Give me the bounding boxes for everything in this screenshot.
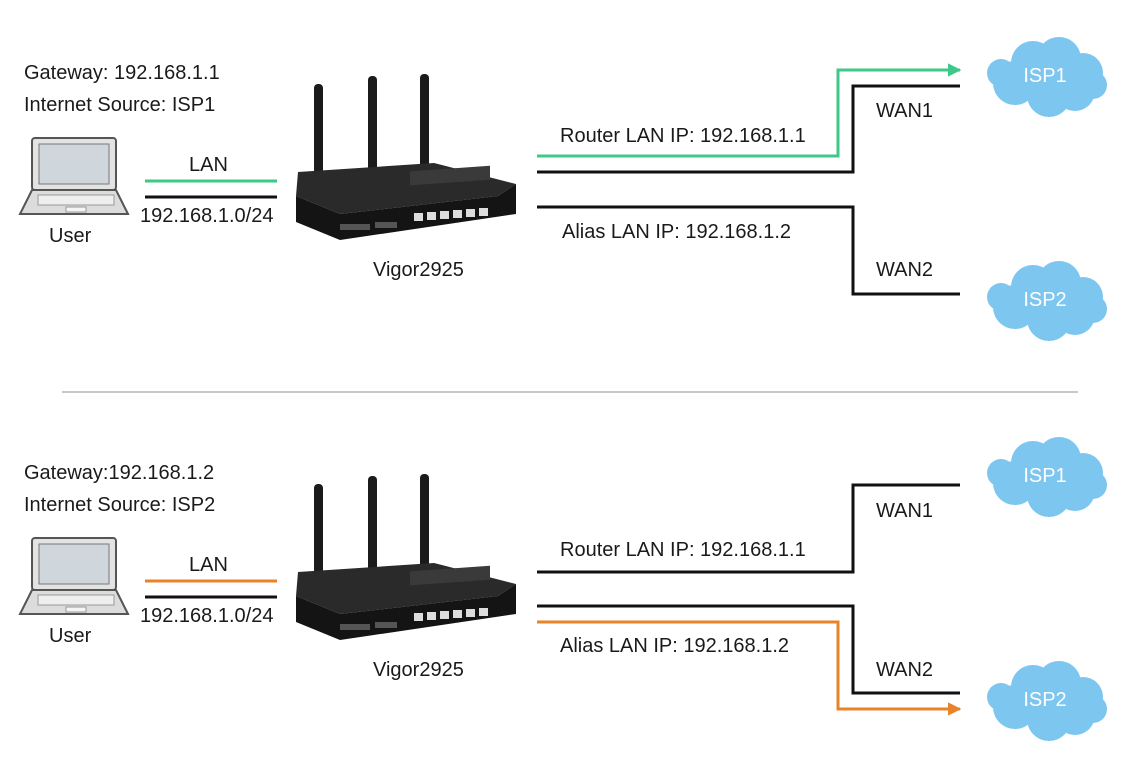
laptop-icon	[18, 137, 130, 215]
gateway-label: Gateway: 192.168.1.1	[24, 62, 220, 84]
router-icon	[296, 474, 516, 640]
internet-source-label: Internet Source: ISP1	[24, 94, 215, 116]
isp1-label: ISP1	[1023, 65, 1066, 87]
alias-lan-ip-label: Alias LAN IP: 192.168.1.2	[560, 635, 789, 657]
isp2-label: ISP2	[1023, 289, 1066, 311]
internet-source-label: Internet Source: ISP2	[24, 494, 215, 516]
alias-lan-ip-label: Alias LAN IP: 192.168.1.2	[562, 221, 791, 243]
wan2-label: WAN2	[876, 659, 933, 681]
gateway-label: Gateway:192.168.1.2	[24, 462, 214, 484]
lan-label: LAN	[189, 154, 228, 176]
router-name-label: Vigor2925	[373, 659, 464, 681]
scenario-2: Gateway:192.168.1.2 Internet Source: ISP…	[18, 437, 1107, 741]
wan2-link	[537, 604, 960, 695]
isp2-label: ISP2	[1023, 689, 1066, 711]
user-label: User	[49, 225, 92, 247]
lan-label: LAN	[189, 554, 228, 576]
scenario-1: Gateway: 192.168.1.1 Internet Source: IS…	[18, 37, 1107, 341]
subnet-label: 192.168.1.0/24	[140, 605, 273, 627]
wan1-link	[537, 483, 960, 574]
subnet-label: 192.168.1.0/24	[140, 205, 273, 227]
wan1-label: WAN1	[876, 100, 933, 122]
wan2-label: WAN2	[876, 259, 933, 281]
router-name-label: Vigor2925	[373, 259, 464, 281]
router-lan-ip-label: Router LAN IP: 192.168.1.1	[560, 125, 806, 147]
router-lan-ip-label: Router LAN IP: 192.168.1.1	[560, 539, 806, 561]
user-label: User	[49, 625, 92, 647]
isp1-label: ISP1	[1023, 465, 1066, 487]
wan1-active-path	[537, 63, 962, 158]
laptop-icon	[18, 537, 130, 615]
wan1-label: WAN1	[876, 500, 933, 522]
wan2-active-path	[537, 620, 962, 716]
wan1-link	[537, 84, 960, 174]
router-icon	[296, 74, 516, 240]
wan2-link	[537, 205, 960, 296]
